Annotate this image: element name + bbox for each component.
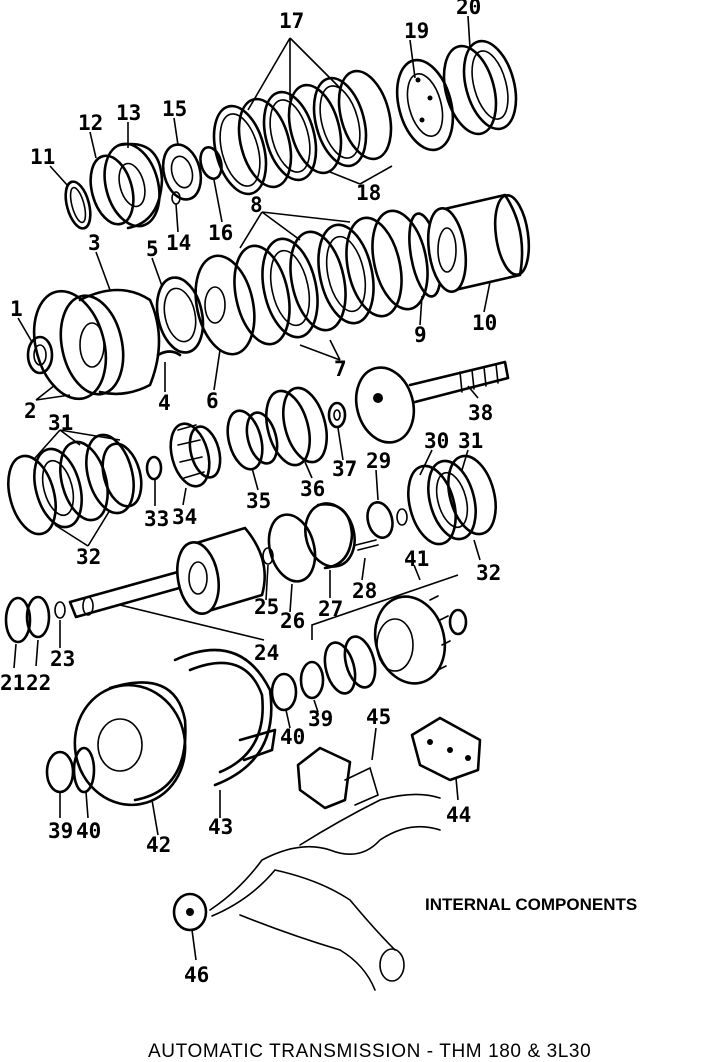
callout-42: 43 bbox=[208, 815, 233, 839]
callout-37: 37 bbox=[332, 457, 357, 481]
snap-ring-25 bbox=[262, 547, 274, 565]
callout-4: 4 bbox=[158, 391, 171, 415]
callout-31-left: 31 bbox=[48, 411, 73, 435]
snap-ring-11 bbox=[64, 180, 92, 230]
planet-carrier-35 bbox=[226, 409, 279, 471]
input-shaft-24 bbox=[68, 568, 192, 619]
callout-35: 35 bbox=[246, 489, 271, 513]
callout-38: 38 bbox=[468, 401, 493, 425]
drum-assembly bbox=[176, 526, 266, 615]
callout-1: 1 bbox=[10, 297, 23, 321]
callout-32-left: 32 bbox=[76, 545, 101, 569]
solenoid-45 bbox=[296, 746, 379, 810]
callout-18: 18 bbox=[356, 181, 381, 205]
valve-body-44 bbox=[410, 716, 482, 782]
section-caption: INTERNAL COMPONENTS bbox=[425, 895, 637, 914]
callout-46: 46 bbox=[184, 963, 209, 987]
callout-3: 3 bbox=[88, 231, 101, 255]
callout-27: 27 bbox=[318, 597, 343, 621]
callout-6: 6 bbox=[206, 389, 219, 413]
callout-30: 30 bbox=[424, 429, 449, 453]
spring-retainer-15 bbox=[161, 143, 203, 201]
washer-33 bbox=[145, 455, 163, 481]
callout-41: 42 bbox=[146, 833, 171, 857]
drum-10 bbox=[426, 193, 531, 293]
callout-15: 15 bbox=[162, 97, 187, 121]
piston-5 bbox=[155, 276, 205, 354]
clutch-piston-27 bbox=[304, 502, 356, 570]
wiring-harness-46 bbox=[172, 793, 441, 991]
sun-gear-34 bbox=[169, 422, 222, 488]
seal-rings-39 bbox=[299, 635, 377, 700]
callout-14: 14 bbox=[166, 231, 191, 255]
snap-ring-30 bbox=[396, 508, 408, 526]
leader-lines bbox=[13, 15, 491, 961]
callout-26: 26 bbox=[280, 609, 305, 633]
callout-16: 16 bbox=[208, 221, 233, 245]
washer-22 bbox=[25, 595, 51, 639]
piston-13 bbox=[103, 142, 164, 230]
callout-39-right: 39 bbox=[308, 707, 333, 731]
callout-33: 33 bbox=[144, 507, 169, 531]
callout-43: 41 bbox=[404, 547, 429, 571]
callout-17: 17 bbox=[279, 9, 304, 33]
callout-11: 11 bbox=[30, 145, 55, 169]
callout-40-left: 40 bbox=[76, 819, 101, 843]
diagram-title: AUTOMATIC TRANSMISSION - THM 180 & 3L30 bbox=[148, 1041, 591, 1062]
callout-numbers: 17 19 20 12 13 15 11 14 16 18 8 3 5 1 2 … bbox=[0, 0, 501, 987]
output-shaft-38 bbox=[354, 360, 510, 444]
snap-ring-20 bbox=[442, 39, 518, 136]
callout-39-left: 39 bbox=[48, 819, 73, 843]
seal-1 bbox=[26, 335, 54, 375]
sun-gear-43 bbox=[373, 595, 451, 685]
callout-44: 44 bbox=[446, 803, 471, 827]
clutch-plates-7-8 bbox=[233, 209, 429, 346]
ring-gear-36 bbox=[265, 386, 328, 467]
snap-ring-21 bbox=[4, 596, 32, 644]
callout-40-right: 40 bbox=[280, 725, 305, 749]
callout-20: 20 bbox=[456, 0, 481, 19]
thrust-washer-40 bbox=[270, 672, 298, 712]
washer-29 bbox=[366, 501, 394, 539]
seal-39b bbox=[45, 750, 75, 794]
callout-9: 9 bbox=[414, 323, 427, 347]
callout-12: 12 bbox=[78, 111, 103, 135]
clutch-plates-31-32-right bbox=[407, 454, 497, 546]
callout-21: 21 bbox=[0, 671, 25, 695]
callout-28: 28 bbox=[352, 579, 377, 603]
callout-22: 22 bbox=[26, 671, 51, 695]
callout-19: 19 bbox=[404, 19, 429, 43]
callout-31-right: 31 bbox=[458, 429, 483, 453]
callout-25: 25 bbox=[254, 595, 279, 619]
callout-23: 23 bbox=[50, 647, 75, 671]
callout-45: 45 bbox=[366, 705, 391, 729]
callout-2: 2 bbox=[24, 399, 37, 423]
callout-34: 34 bbox=[172, 505, 197, 529]
washer-37 bbox=[327, 401, 347, 429]
callout-36: 36 bbox=[300, 477, 325, 501]
callout-7: 7 bbox=[334, 357, 347, 381]
washer-16 bbox=[199, 146, 223, 180]
callout-24: 24 bbox=[254, 641, 279, 665]
clutch-housing-6 bbox=[194, 254, 256, 356]
clutch-plates-31-32-left bbox=[7, 433, 143, 536]
seal-43b bbox=[448, 608, 468, 636]
callout-5: 5 bbox=[146, 237, 159, 261]
pump-body-3 bbox=[59, 288, 161, 396]
callout-29: 29 bbox=[366, 449, 391, 473]
clutch-plates-17-18 bbox=[212, 69, 393, 196]
callout-32-right: 32 bbox=[476, 561, 501, 585]
callout-13: 13 bbox=[116, 101, 141, 125]
snap-ring-4 bbox=[156, 350, 182, 357]
seal-ring-12 bbox=[89, 154, 135, 226]
spring-28 bbox=[355, 539, 379, 551]
seal-ring-26 bbox=[267, 513, 317, 583]
callout-10: 10 bbox=[472, 311, 497, 335]
washer-40b bbox=[72, 746, 96, 794]
seal-23 bbox=[54, 601, 66, 619]
callout-8: 8 bbox=[250, 193, 263, 217]
band-42 bbox=[173, 648, 277, 787]
